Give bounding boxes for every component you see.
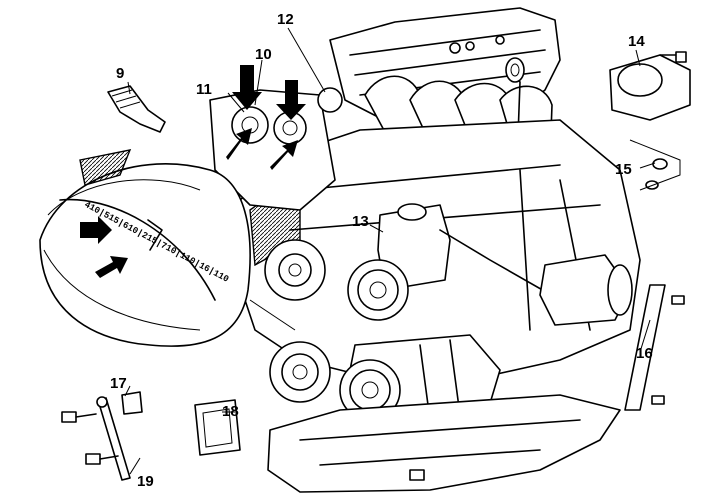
callout-12: 12 bbox=[277, 11, 294, 28]
callout-19: 19 bbox=[137, 473, 154, 490]
sensor-bolt bbox=[107, 85, 166, 133]
callout-10: 10 bbox=[255, 46, 272, 63]
callout-17: 17 bbox=[110, 375, 127, 392]
oil-pan bbox=[267, 394, 621, 493]
callout-13: 13 bbox=[352, 213, 369, 230]
gasket bbox=[194, 399, 241, 456]
callout-11: 11 bbox=[196, 81, 212, 98]
callout-16: 16 bbox=[636, 345, 653, 362]
tube-bracket bbox=[61, 396, 131, 481]
starter-motor bbox=[539, 254, 633, 326]
timing-mark-detail bbox=[39, 149, 296, 347]
seal-rings bbox=[629, 139, 681, 191]
leader-lines bbox=[124, 27, 656, 475]
marking-arrows bbox=[226, 65, 306, 170]
callout-14: 14 bbox=[628, 33, 645, 50]
callout-15: 15 bbox=[615, 161, 632, 178]
callout-18: 18 bbox=[222, 403, 239, 420]
support-bracket bbox=[624, 284, 685, 411]
callout-9: 9 bbox=[116, 65, 125, 82]
power-steering-pump bbox=[347, 203, 561, 321]
small-gasket bbox=[121, 391, 143, 415]
thermostat-housing bbox=[609, 51, 691, 121]
crankshaft-pulley bbox=[264, 239, 331, 403]
